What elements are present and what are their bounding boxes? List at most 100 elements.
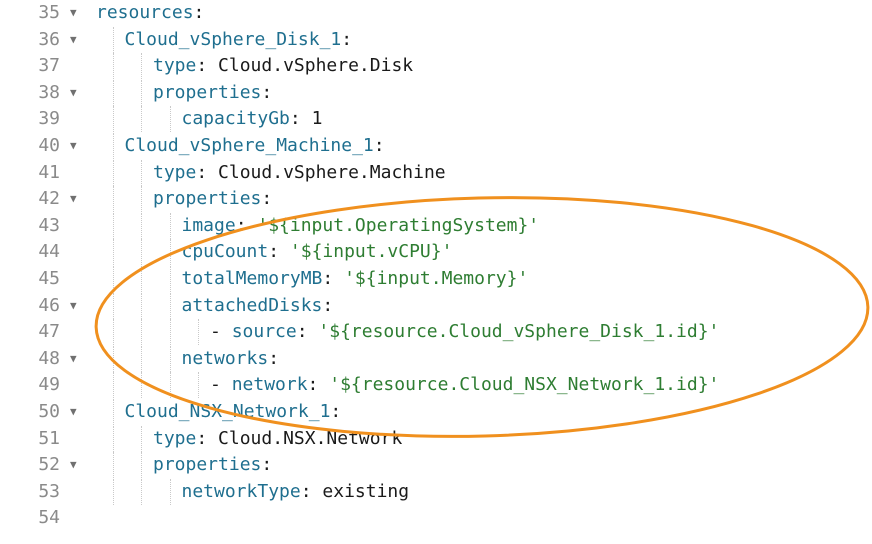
line-number: 54 bbox=[38, 507, 60, 529]
yaml-key: Cloud_vSphere_Disk_1 bbox=[124, 28, 342, 50]
fold-toggle-icon[interactable]: ▼ bbox=[70, 85, 77, 99]
code-line[interactable]: 49- network: '${resource.Cloud_NSX_Netwo… bbox=[0, 372, 872, 399]
code-text: type: Cloud.vSphere.Machine bbox=[153, 160, 446, 186]
fold-toggle-icon[interactable]: ▼ bbox=[70, 351, 77, 365]
code-line[interactable]: 41 type: Cloud.vSphere.Machine bbox=[0, 159, 872, 186]
yaml-value: '${resource.Cloud_vSphere_Disk_1.id}' bbox=[318, 321, 720, 343]
fold-toggle-icon[interactable]: ▼ bbox=[70, 6, 77, 19]
line-number: 42 bbox=[38, 188, 60, 210]
indent-guide bbox=[141, 452, 142, 479]
code-line[interactable]: 53 networkType: existing bbox=[0, 478, 872, 505]
yaml-value: '${input.vCPU}' bbox=[289, 241, 453, 263]
code-line[interactable]: 40▼Cloud_vSphere_Machine_1: bbox=[0, 133, 872, 159]
yaml-key: networkType bbox=[181, 480, 301, 502]
yaml-key: source bbox=[231, 321, 297, 343]
code-line[interactable]: 36 ▼ Cloud_vSphere_Disk_1: bbox=[0, 26, 872, 53]
yaml-key: properties bbox=[153, 81, 262, 103]
line-number: 43 bbox=[38, 214, 60, 236]
code-line[interactable]: 38 ▼ properties: bbox=[0, 79, 872, 106]
yaml-key: resources bbox=[96, 2, 194, 23]
code-line[interactable]: 50▼Cloud_NSX_Network_1: bbox=[0, 399, 872, 425]
yaml-key: type bbox=[153, 161, 197, 183]
indent-guide bbox=[141, 53, 142, 80]
code-text: properties: bbox=[153, 452, 272, 478]
fold-toggle-icon[interactable]: ▼ bbox=[70, 139, 77, 152]
code-line[interactable]: 46▼attachedDisks: bbox=[0, 292, 872, 319]
code-text: capacityGb: 1 bbox=[182, 106, 323, 132]
indent-guide bbox=[112, 159, 114, 186]
fold-toggle-icon[interactable]: ▼ bbox=[70, 405, 77, 418]
yaml-separator: : bbox=[261, 81, 273, 103]
code-line[interactable]: 42▼properties: bbox=[0, 186, 872, 213]
yaml-key: network bbox=[231, 374, 308, 396]
fold-toggle-icon[interactable]: ▼ bbox=[70, 298, 77, 312]
indent-guide bbox=[112, 133, 114, 159]
code-text: networkType: existing bbox=[182, 479, 410, 505]
indent-guide bbox=[169, 212, 171, 239]
line-number: 35 bbox=[38, 2, 60, 23]
yaml-separator: : bbox=[268, 241, 290, 263]
indent-guide bbox=[112, 79, 114, 106]
indent-guide bbox=[169, 478, 171, 505]
yaml-key: totalMemoryMB bbox=[181, 268, 323, 289]
code-line[interactable]: 51 type: Cloud.NSX.Network bbox=[0, 425, 872, 452]
line-number: 37 bbox=[38, 55, 60, 77]
yaml-value: '${input.Memory}' bbox=[344, 268, 529, 289]
line-number: 50 bbox=[38, 401, 60, 422]
code-text: networks: bbox=[182, 346, 280, 372]
indent-guide bbox=[112, 372, 114, 399]
fold-toggle-icon[interactable]: ▼ bbox=[70, 458, 77, 472]
indent-guide bbox=[141, 266, 142, 292]
code-text: resources: bbox=[96, 0, 204, 26]
indent-guide bbox=[169, 266, 171, 292]
indent-guide bbox=[198, 319, 199, 346]
fold-toggle-icon[interactable]: ▼ bbox=[70, 32, 77, 46]
code-line[interactable]: 48▼networks: bbox=[0, 345, 872, 372]
code-text: type: Cloud.NSX.Network bbox=[153, 426, 402, 452]
line-number: 52 bbox=[38, 454, 60, 476]
code-text: image: '${input.OperatingSystem}' bbox=[182, 213, 540, 239]
code-line[interactable]: 35 ▼ resources: bbox=[0, 0, 872, 26]
line-number: 51 bbox=[38, 427, 60, 449]
indent-guide bbox=[141, 478, 142, 505]
indent-guide bbox=[141, 345, 142, 372]
line-number: 45 bbox=[38, 268, 60, 289]
code-line[interactable]: 52 ▼ properties: bbox=[0, 452, 872, 479]
line-number: 38 bbox=[38, 81, 60, 103]
yaml-key: cpuCount bbox=[181, 241, 269, 263]
code-text: Cloud_vSphere_Machine_1: bbox=[125, 133, 385, 159]
code-line[interactable]: 47- source: '${resource.Cloud_vSphere_Di… bbox=[0, 319, 872, 346]
indent-guide bbox=[112, 106, 114, 133]
indent-guide bbox=[141, 239, 142, 266]
yaml-separator: : bbox=[322, 268, 345, 289]
code-text: properties: bbox=[153, 80, 272, 106]
line-number: 47 bbox=[38, 321, 60, 343]
yaml-separator: : bbox=[289, 108, 312, 130]
yaml-separator: : bbox=[341, 28, 353, 50]
yaml-separator: : bbox=[373, 135, 385, 156]
yaml-key: properties bbox=[153, 188, 262, 210]
code-line[interactable]: 43 image: '${input.OperatingSystem}' bbox=[0, 212, 872, 239]
indent-guide bbox=[141, 319, 142, 346]
indent-guide bbox=[141, 106, 142, 133]
list-dash: - bbox=[210, 374, 232, 396]
indent-guide bbox=[112, 452, 114, 479]
indent-guide bbox=[141, 159, 142, 186]
line-number: 53 bbox=[38, 480, 60, 502]
fold-toggle-icon[interactable]: ▼ bbox=[70, 192, 77, 206]
yaml-separator: : bbox=[322, 294, 334, 316]
line-number: 41 bbox=[38, 161, 60, 183]
indent-guide bbox=[112, 266, 114, 292]
line-number: 36 bbox=[38, 28, 60, 50]
code-line[interactable]: 45 totalMemoryMB: '${input.Memory}' bbox=[0, 266, 872, 292]
yaml-value: Cloud.vSphere.Machine bbox=[218, 161, 446, 183]
indent-guide bbox=[141, 292, 142, 319]
code-line[interactable]: 54 bbox=[0, 505, 872, 531]
code-text: attachedDisks: bbox=[182, 293, 334, 319]
yaml-separator: : bbox=[296, 321, 319, 343]
yaml-key: capacityGb bbox=[181, 108, 290, 130]
